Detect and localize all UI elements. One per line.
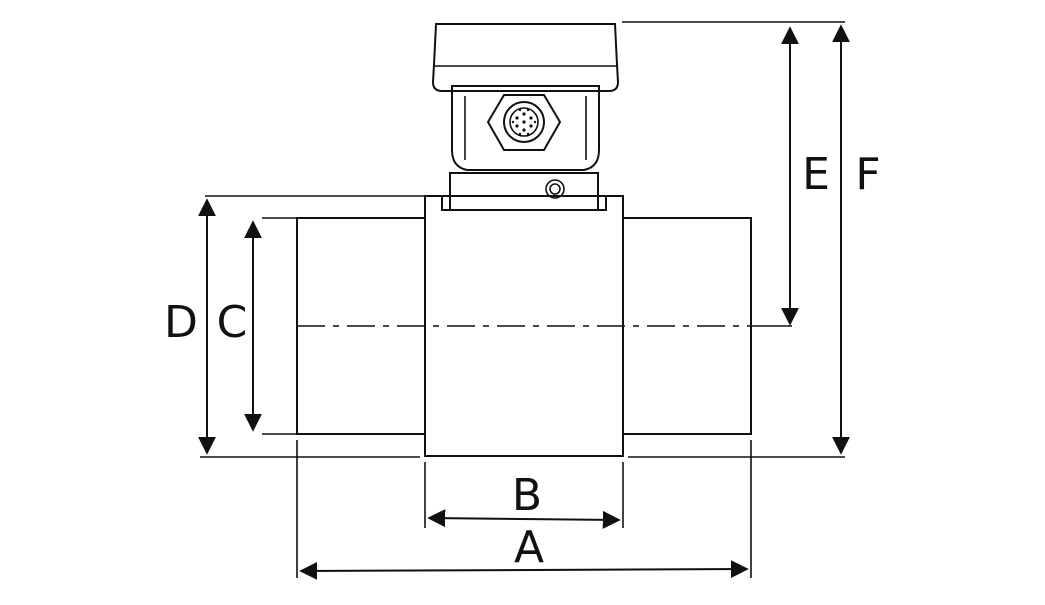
dimension-c-label: C	[217, 297, 248, 348]
mounting-flange	[449, 172, 599, 211]
housing-neck-notch	[425, 195, 623, 211]
housing-cover	[431, 23, 620, 92]
dimension-f-label: F	[855, 149, 880, 200]
dimension-d-label: D	[164, 297, 198, 348]
extension-lines	[200, 21, 845, 578]
electronics-housing	[451, 85, 600, 171]
dimension-a-line	[299, 560, 749, 580]
connector-icon	[486, 94, 562, 151]
dimension-b-label: B	[512, 470, 542, 521]
dimension-e-label: E	[802, 149, 830, 200]
transmitter-head	[431, 23, 620, 211]
dimension-b-line	[427, 509, 621, 529]
dimension-a-label: A	[514, 522, 544, 573]
grounding-screw-icon	[545, 179, 565, 199]
